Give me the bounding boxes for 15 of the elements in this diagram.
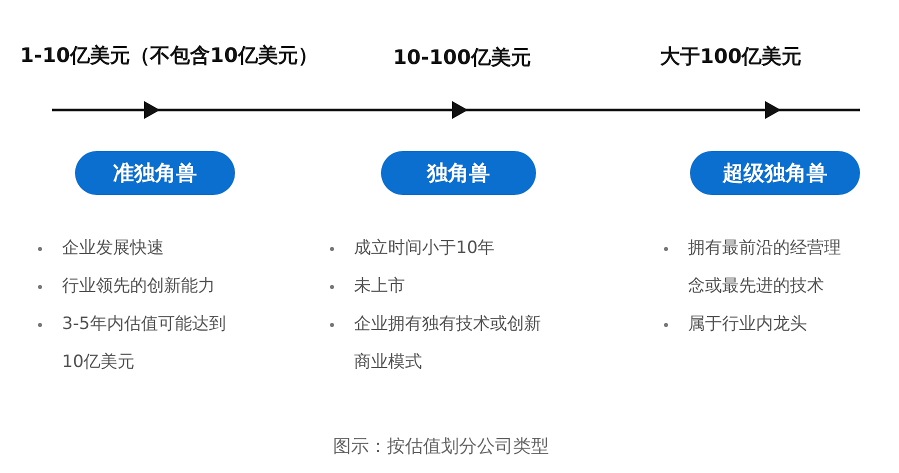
category-pill: 准独角兽: [75, 151, 235, 195]
category-pill: 独角兽: [381, 151, 536, 195]
bullet-text: 行业领先的创新能力: [62, 275, 216, 298]
bullet-text: 3-5年内估值可能达到10亿美元: [62, 313, 227, 374]
bullet-text: 属于行业内龙头: [688, 313, 808, 336]
range-label: 10-100亿美元: [393, 44, 531, 71]
caption: 图示：按估值划分公司类型: [333, 435, 549, 458]
bullet-text: 成立时间小于10年: [354, 237, 496, 260]
bullet-text: 拥有最前沿的经营理念或最先进的技术: [688, 237, 842, 298]
bullet-text: 未上市: [354, 275, 406, 298]
bullet-text: 企业拥有独有技术或创新商业模式: [354, 313, 542, 374]
range-label: 1-10亿美元（不包含10亿美元）: [20, 42, 318, 69]
category-pill: 超级独角兽: [690, 151, 860, 195]
bullet-text: 企业发展快速: [62, 237, 165, 260]
range-label: 大于100亿美元: [660, 43, 802, 70]
